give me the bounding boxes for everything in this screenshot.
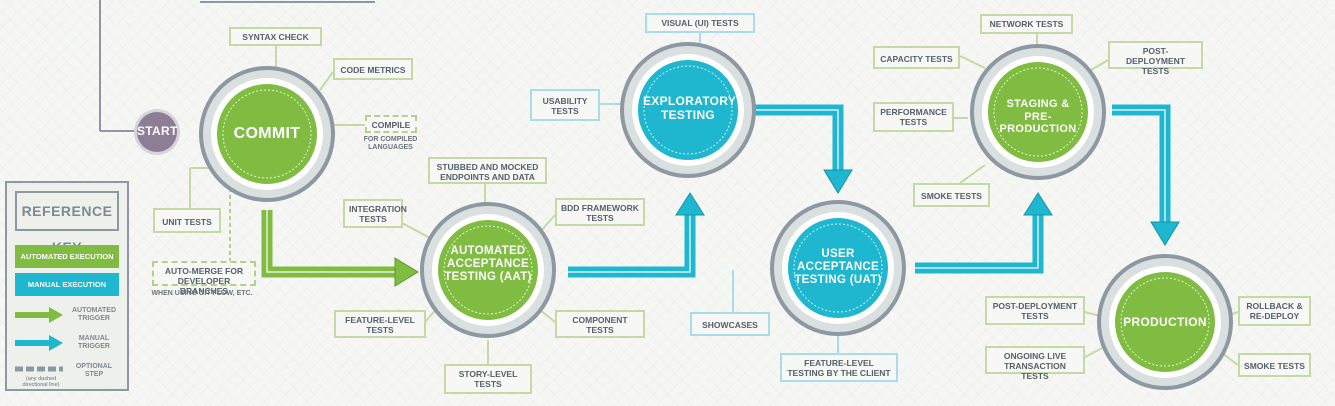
start-node (134, 109, 180, 155)
legend-dashed-line-icon (15, 366, 63, 372)
reference-key: REFERENCE KEY AUTOMATED EXECUTION MANUAL… (5, 181, 129, 391)
label-post-deployment-tests-1: POST-DEPLOYMENT TESTS (1108, 41, 1203, 76)
arrow-aat-to-exploratory (568, 192, 705, 278)
legend-blue-arrow-icon (15, 335, 63, 351)
label-post-deployment-tests-2: POST-DEPLOYMENT TESTS (985, 296, 1085, 325)
top-left-rule (99, 0, 375, 132)
label-auto-merge-note: WHEN USING GIT FLOW, ETC. (151, 290, 253, 297)
arrow-uat-to-staging (915, 192, 1053, 274)
stage-commit-title: COMMIT (233, 125, 301, 142)
label-smoke-tests-1: SMOKE TESTS (913, 183, 990, 207)
legend-dashed-note: (any dashed directional line) (22, 376, 60, 388)
label-story-level-tests: STORY-LEVEL TESTS (444, 364, 532, 394)
label-integration-tests: INTEGRATION TESTS (343, 199, 407, 228)
label-feature-level-tests: FEATURE-LEVEL TESTS (334, 310, 426, 338)
stage-exploratory-title: EXPLORATORY TESTING (643, 94, 737, 122)
legend-manual-trigger: MANUAL TRIGGER (78, 335, 110, 350)
stage-commit-circle (199, 66, 335, 202)
legend-green-arrow-icon (15, 307, 63, 323)
label-compile: COMPILE (365, 115, 417, 133)
arrow-commit-to-aat (261, 210, 419, 287)
label-network-tests: NETWORK TESTS (980, 14, 1073, 34)
stage-production-title: PRODUCTION (1123, 315, 1207, 329)
arrow-exploratory-to-uat (748, 104, 853, 194)
legend-optional-step: OPTIONAL STEP (75, 363, 113, 378)
stage-staging-title: STAGING & PRE-PRODUCTION (999, 98, 1077, 136)
label-syntax-check: SYNTAX CHECK (229, 27, 322, 46)
stage-uat-circle (770, 200, 906, 336)
label-unit-tests: UNIT TESTS (153, 208, 221, 233)
reference-key-title: REFERENCE KEY (15, 191, 119, 255)
legend-automated-execution: AUTOMATED EXECUTION (15, 245, 119, 268)
label-showcases: SHOWCASES (690, 312, 770, 336)
label-usability-tests: USABILITY TESTS (530, 89, 600, 121)
stage-exploratory-circle (620, 42, 756, 178)
label-bdd-framework: BDD FRAMEWORK TESTS (555, 198, 645, 226)
label-ongoing-live-transaction: ONGOING LIVE TRANSACTION TESTS (985, 346, 1085, 381)
label-feature-client: FEATURE-LEVEL TESTING BY THE CLIENT (780, 353, 898, 382)
arrow-staging-to-production (1112, 104, 1180, 246)
label-capacity-tests: CAPACITY TESTS (873, 46, 960, 69)
label-auto-merge: AUTO-MERGE FOR DEVELOPER BRANCHES (152, 261, 256, 296)
stage-staging-circle (970, 44, 1106, 180)
label-stubbed-mocked: STUBBED AND MOCKED ENDPOINTS AND DATA (428, 157, 547, 184)
label-visual-ui-tests: VISUAL (UI) TESTS (645, 13, 755, 33)
label-smoke-tests-2: SMOKE TESTS (1238, 353, 1311, 377)
stage-uat-title: USER ACCEPTANCE TESTING (UAT) (794, 248, 882, 287)
label-component-tests: COMPONENT TESTS (555, 310, 645, 338)
legend-manual-execution: MANUAL EXECUTION (15, 273, 119, 296)
legend-automated-trigger: AUTOMATED TRIGGER (71, 307, 117, 322)
label-code-metrics: CODE METRICS (333, 58, 413, 80)
stage-aat-circle (420, 202, 556, 338)
label-rollback-redeploy: ROLLBACK & RE-DEPLOY (1238, 296, 1311, 326)
label-compile-note: FOR COMPILED LANGUAGES (363, 136, 418, 151)
start-label: START (137, 124, 178, 138)
stage-aat-title: AUTOMATED ACCEPTANCE TESTING (AAT) (444, 245, 532, 284)
label-performance-tests: PERFORMANCE TESTS (873, 102, 954, 132)
dashed-connectors (229, 188, 255, 263)
stage-production-circle (1097, 254, 1233, 390)
